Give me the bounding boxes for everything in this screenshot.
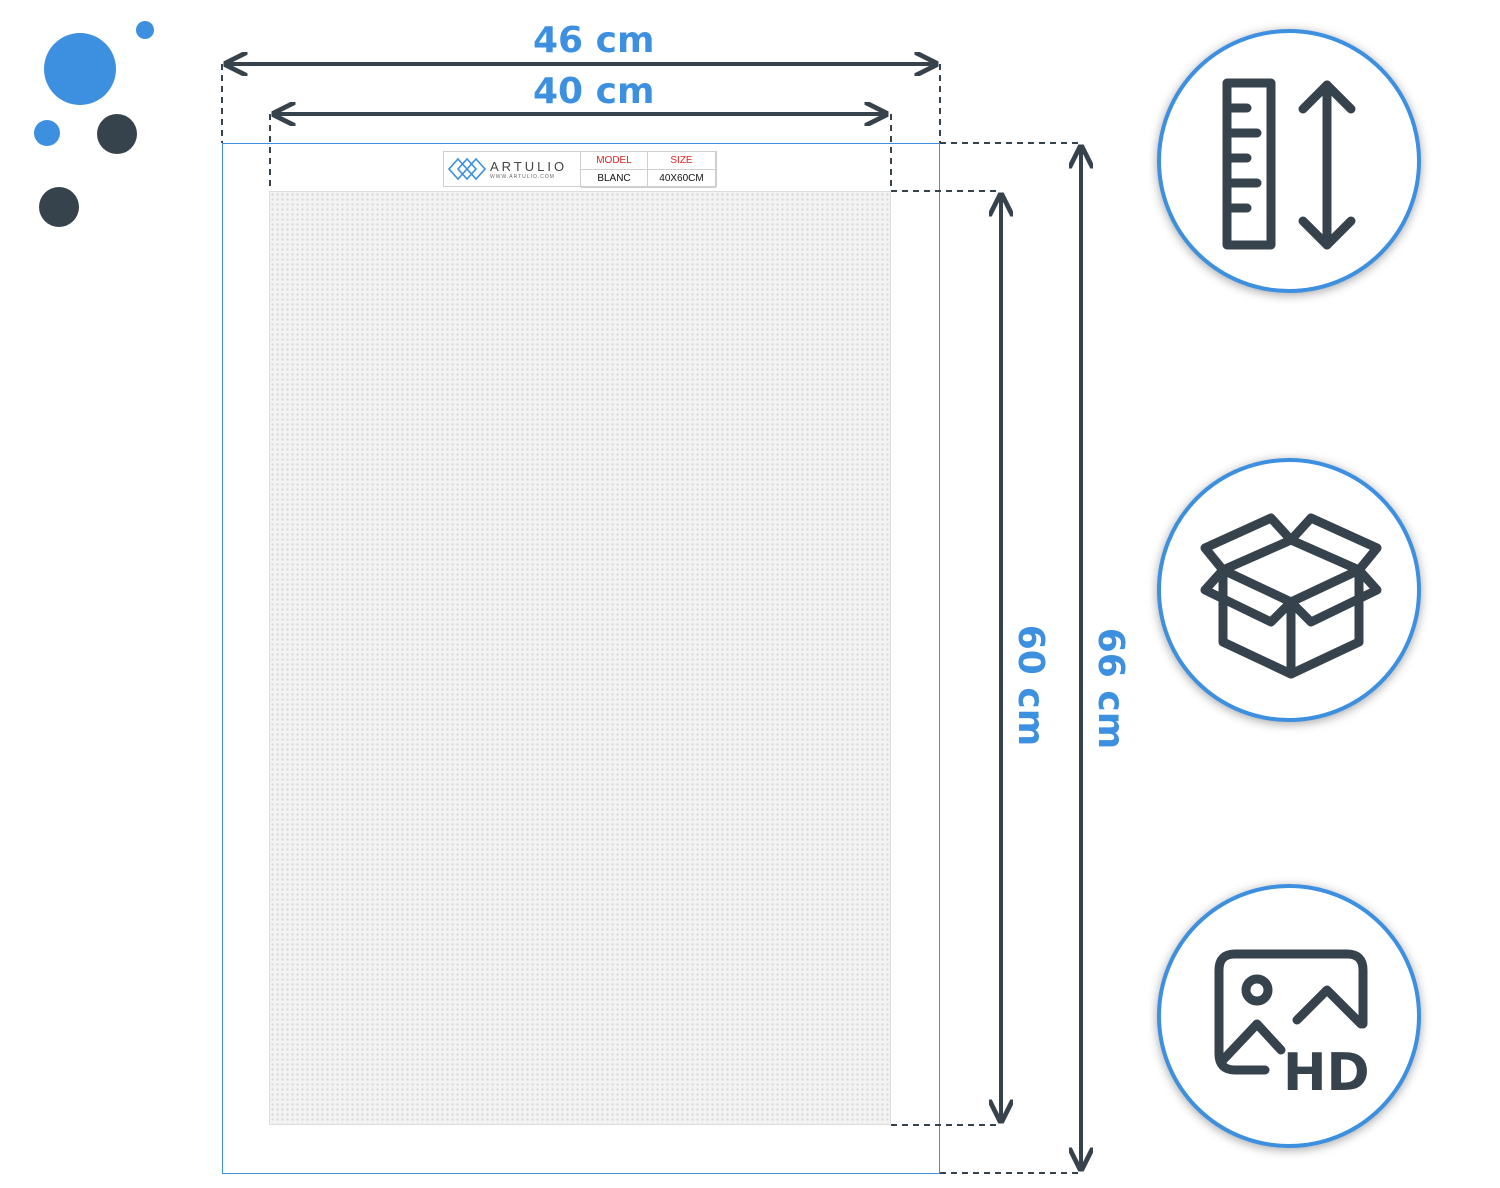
dot-large-blue xyxy=(44,33,116,105)
box-circle xyxy=(1157,458,1421,722)
product-label: ARTULIO WWW.ARTULIO.COM MODEL SIZE BLANC… xyxy=(443,151,717,188)
size-header: SIZE xyxy=(648,152,716,170)
inner-height-label: 60 cm xyxy=(1010,624,1052,747)
ruler-height-icon xyxy=(1222,78,1356,250)
open-box-icon xyxy=(1200,513,1382,679)
dot-small-blue xyxy=(136,21,154,39)
hd-circle: HD xyxy=(1157,884,1421,1148)
dot-dark-2 xyxy=(39,187,79,227)
dot-dark-1 xyxy=(97,114,137,154)
outer-width-label: 46 cm xyxy=(533,20,655,61)
ruler-circle xyxy=(1157,29,1421,293)
dot-medium-blue xyxy=(34,120,60,146)
inner-width-label: 40 cm xyxy=(533,71,655,112)
artulio-logo-icon xyxy=(448,157,486,181)
outer-frame xyxy=(222,143,940,1174)
spec-table: MODEL SIZE BLANC 40X60CM xyxy=(581,152,716,188)
hd-image-icon: HD xyxy=(1214,949,1370,1103)
model-header: MODEL xyxy=(581,152,648,170)
hd-text: HD xyxy=(1283,1043,1370,1103)
outer-height-label: 66 cm xyxy=(1090,627,1132,750)
brand-block: ARTULIO WWW.ARTULIO.COM xyxy=(444,152,581,186)
model-value: BLANC xyxy=(581,170,648,188)
canvas-area xyxy=(269,191,891,1125)
decorative-dots xyxy=(34,21,154,227)
brand-name: ARTULIO xyxy=(490,158,568,174)
size-value: 40X60CM xyxy=(648,170,716,188)
brand-url: WWW.ARTULIO.COM xyxy=(490,173,555,180)
